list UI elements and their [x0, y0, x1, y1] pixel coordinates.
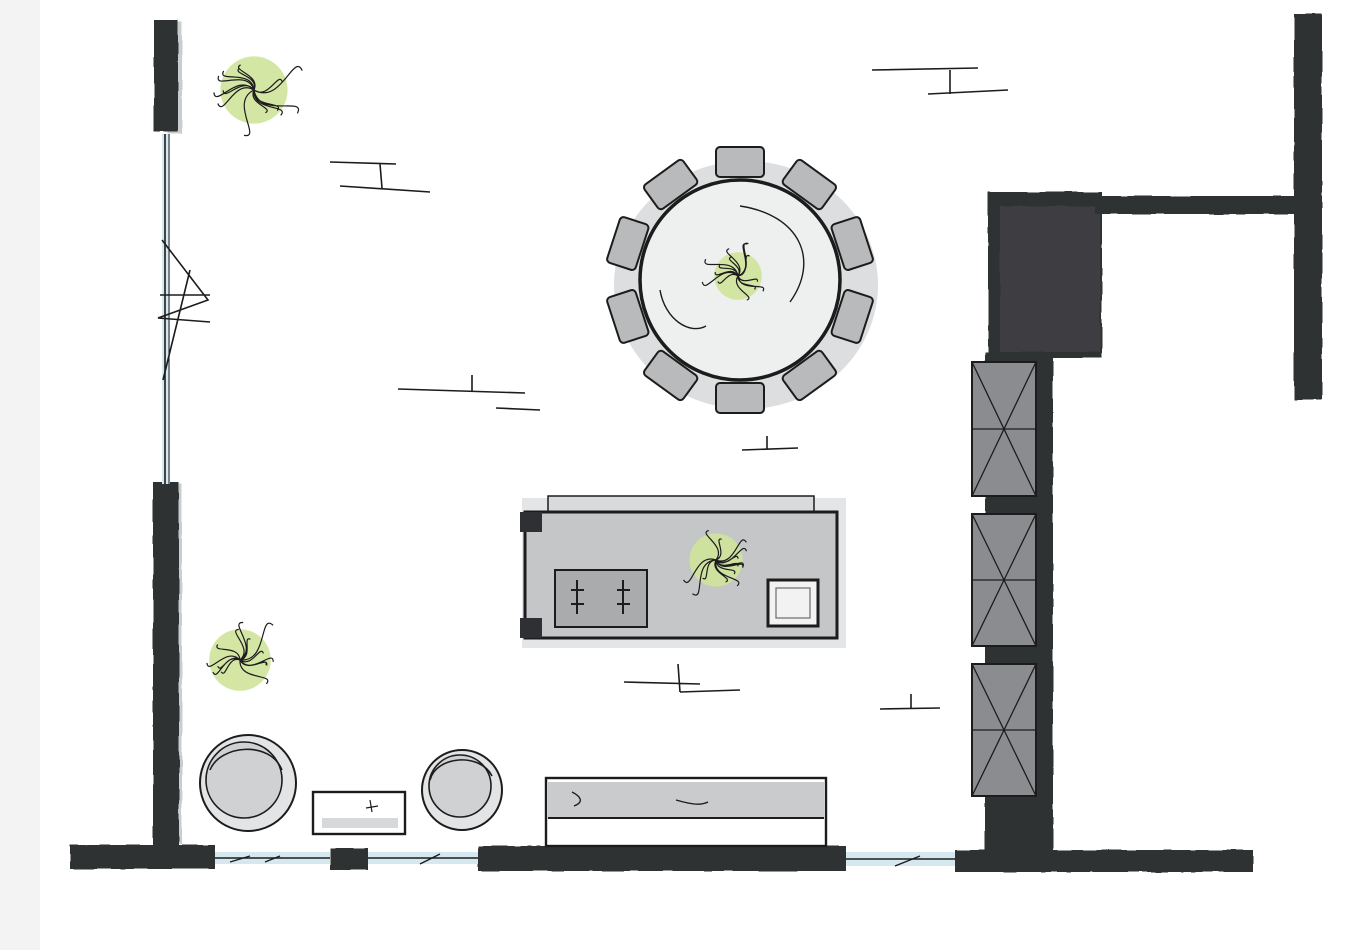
- bottom-wall-left: [70, 845, 215, 869]
- top-right-wall: [1095, 196, 1305, 214]
- cooktop: [554, 569, 648, 628]
- sink-basin: [775, 587, 811, 619]
- paper-left-edge: [0, 0, 40, 950]
- left-wall-lower: [153, 482, 179, 847]
- kitchen-island-group: [520, 495, 846, 648]
- lounge-chair-left-seat: [205, 741, 283, 819]
- sideboard-group: [544, 776, 828, 848]
- dining-chairs: [606, 146, 874, 414]
- door-swing-icon: [157, 239, 211, 381]
- windows: [157, 134, 955, 867]
- plant-leaves: [213, 64, 303, 137]
- plant-leaves: [701, 242, 765, 301]
- cabinet-cross-icon: [971, 513, 1037, 647]
- lounge-chair-left-back: [209, 748, 283, 771]
- bottom-wall-post: [330, 848, 368, 870]
- top-right-block-fill: [1000, 206, 1100, 352]
- plant-leaves: [683, 529, 748, 596]
- level-marks: [329, 67, 1009, 710]
- island-back-panel: [547, 495, 815, 513]
- dining-chair: [606, 289, 650, 344]
- dining-chair: [781, 349, 838, 402]
- plant-lower-left: [206, 621, 274, 691]
- level-mark-lower: [623, 663, 741, 693]
- dining-chair: [642, 349, 699, 402]
- level-mark-mid-left: [397, 375, 541, 411]
- level-mark-center: [741, 436, 799, 451]
- dining-chair: [715, 382, 765, 414]
- left-wall-upper: [154, 20, 178, 132]
- plant-leaves: [206, 621, 274, 685]
- lounge-chair-right-back: [429, 759, 493, 781]
- sideboard-reflections: [571, 791, 709, 807]
- sideboard-top: [548, 782, 824, 818]
- table-reflection: [739, 205, 805, 303]
- plant-top-left: [213, 56, 303, 137]
- dining-chair: [830, 216, 874, 271]
- table-reflection-2: [659, 289, 707, 330]
- side-table-shade: [322, 818, 398, 828]
- dining-chair: [715, 146, 765, 178]
- level-mark-top-right: [871, 67, 1009, 95]
- level-mark-top-left: [329, 161, 431, 193]
- plant-on-table: [701, 242, 765, 301]
- cabinet-cross-icon: [971, 361, 1037, 497]
- dining-chair: [606, 216, 650, 271]
- dining-chair: [781, 158, 838, 211]
- dining-chair: [642, 158, 699, 211]
- lounge-group: [199, 734, 503, 836]
- window-ticks: [229, 853, 921, 867]
- island-corner-bottom: [520, 618, 542, 638]
- cooktop-burners: [571, 580, 630, 614]
- plants: [206, 56, 765, 691]
- level-mark-right: [879, 694, 941, 710]
- plant-on-island: [683, 529, 748, 596]
- left-window-glass: [162, 134, 170, 484]
- cabinet-cross-icon: [971, 663, 1037, 797]
- bottom-wall-center: [478, 846, 846, 871]
- lounge-chair-right-seat: [428, 754, 492, 818]
- dining-chair: [830, 289, 874, 344]
- island-corner-top: [520, 512, 542, 532]
- side-table-mark: [365, 799, 379, 813]
- tall-cabinets: [971, 361, 1037, 797]
- far-right-wall: [1294, 14, 1322, 400]
